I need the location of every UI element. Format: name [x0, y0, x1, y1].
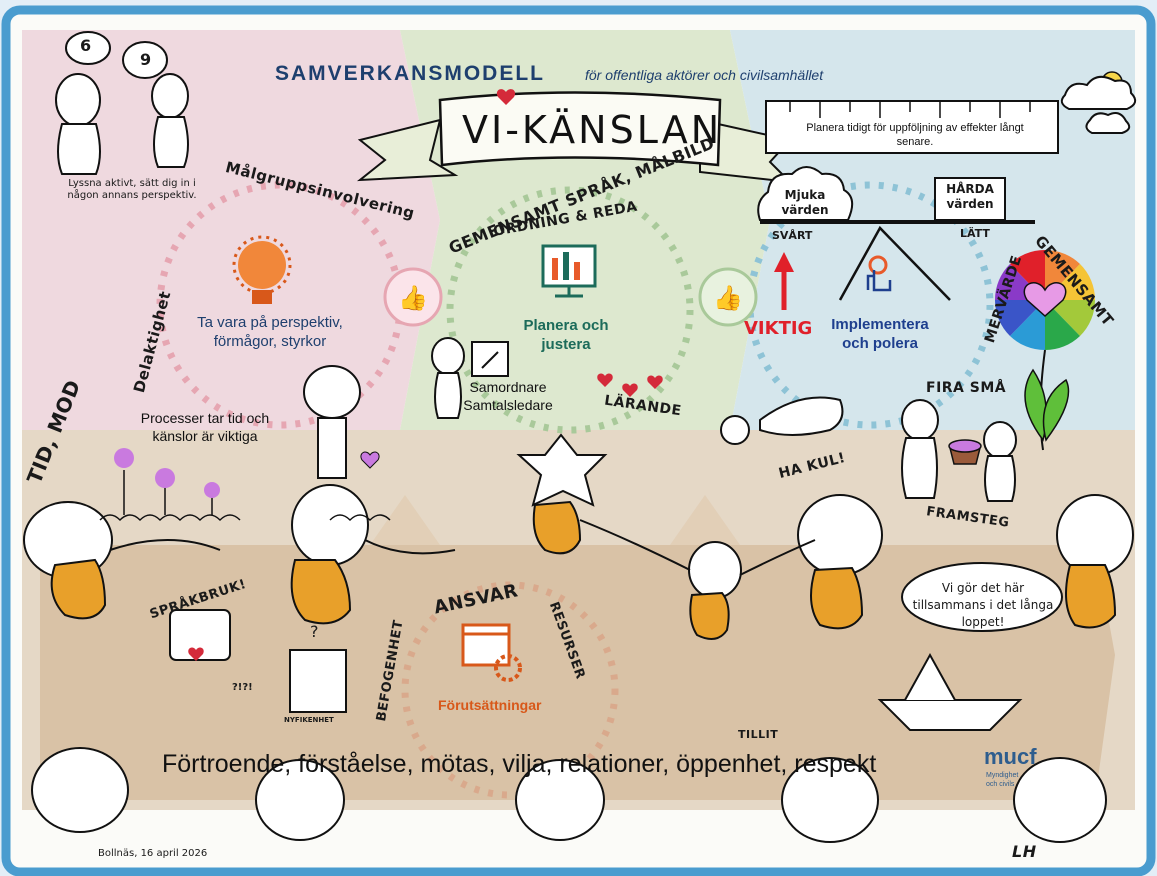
paper-boat-icon: [877, 699, 1023, 731]
grass: [99, 514, 391, 522]
pillar-arrow-left: [370, 495, 440, 545]
cloud-icon: [1085, 112, 1131, 134]
thought-bubble: [65, 31, 111, 65]
soft-values-label: Mjuka värden: [781, 188, 829, 217]
pillar-arrow-right: [670, 495, 740, 545]
heart-icon: [597, 373, 613, 387]
banner-title: VI-KÄNSLAN: [462, 108, 723, 152]
curiosity-label: NYFIKENHET: [284, 716, 334, 724]
pink-zone: [22, 30, 440, 430]
gear-browser-icon: [461, 623, 511, 667]
svg-text:👍: 👍: [713, 284, 743, 312]
blue-dotted-circle: [746, 181, 994, 429]
soft-values-cloud: [757, 166, 854, 221]
svg-text:👍: 👍: [398, 284, 428, 312]
brown-dotted-circle: [401, 581, 619, 799]
coordinator-text: Samordnare Samtalsledare: [463, 379, 553, 413]
bubble-number-6: 6: [80, 36, 92, 55]
plan-adjust-text: Planera och justera: [523, 317, 609, 353]
seesaw-triangle: [838, 225, 951, 301]
values-line: Förtroende, förståelse, mötas, vilja, re…: [162, 750, 877, 778]
hard-values-box: [934, 177, 1006, 221]
lightbulb-brain-icon: [238, 241, 286, 289]
question-mark: ?: [310, 622, 319, 641]
speech-bubble-text: Vi gör det här tillsammans i det långa l…: [912, 581, 1054, 629]
logo-sub-2: och civils: [986, 781, 1015, 788]
speech-bubble: [901, 562, 1063, 632]
ruler-note: Planera tidigt för uppföljning av effekt…: [806, 122, 1024, 148]
cloud-icon: [1060, 75, 1137, 110]
trust-label: TILLIT: [738, 728, 779, 741]
important-label: VIKTIG: [744, 318, 813, 339]
page-subtitle: för offentliga aktörer och civilsamhälle…: [585, 67, 824, 83]
process-text: Processer tar tid och känslor är viktiga: [140, 410, 270, 444]
flowers: [114, 448, 220, 515]
chat-icon: [169, 609, 231, 661]
figures: [55, 73, 1017, 502]
listen-note: Lyssna aktivt, sätt dig in i någon annan…: [67, 178, 197, 201]
thumbs-up-icon: [383, 267, 443, 327]
signature: LH: [1012, 842, 1037, 861]
page-title: SAMVERKANSMODELL: [275, 62, 546, 85]
gear-icon: [494, 654, 522, 682]
hard-values-sub: LÄTT: [960, 227, 990, 240]
celebrate-label: FIRA SMÅ: [926, 380, 1007, 396]
place-date: Bollnäs, 16 april 2026: [98, 848, 208, 859]
heart-icon: [1023, 282, 1067, 318]
leaf-icon: [1042, 378, 1070, 442]
heart-icon: [188, 647, 204, 661]
soft-values-sub: SVÅRT: [772, 229, 813, 242]
color-wheel: [994, 249, 1096, 351]
green-dotted-circle: [446, 186, 694, 434]
door-icon: [289, 649, 347, 713]
big-figures: [23, 433, 1134, 843]
ruler: [765, 100, 1059, 154]
bubble-number-9: 9: [140, 50, 152, 69]
hand-chain: [109, 519, 816, 576]
prerequisites-label: Förutsättningar: [438, 697, 542, 713]
thought-bubble: [122, 41, 168, 79]
logo-mark: mucf: [984, 744, 1037, 769]
heart-icon: [496, 89, 516, 105]
speech-dots: ?!?!: [232, 682, 253, 693]
heart-icon: [360, 451, 380, 469]
hard-values-label: HÅRDA värden: [946, 182, 994, 211]
logo-sub-1: Myndighet: [986, 772, 1019, 779]
thumbs-up-icon: [698, 267, 758, 327]
pointer-icon: [868, 255, 888, 275]
banner-ribbon: [438, 91, 722, 167]
heart-icon: [647, 375, 663, 389]
implement-text: Implementera och polera: [831, 316, 929, 352]
heart-icon: [622, 383, 638, 397]
arrow-up-icon: [774, 252, 794, 272]
perspective-text: Ta vara på perspektiv, förmågor, styrkor: [197, 314, 343, 350]
